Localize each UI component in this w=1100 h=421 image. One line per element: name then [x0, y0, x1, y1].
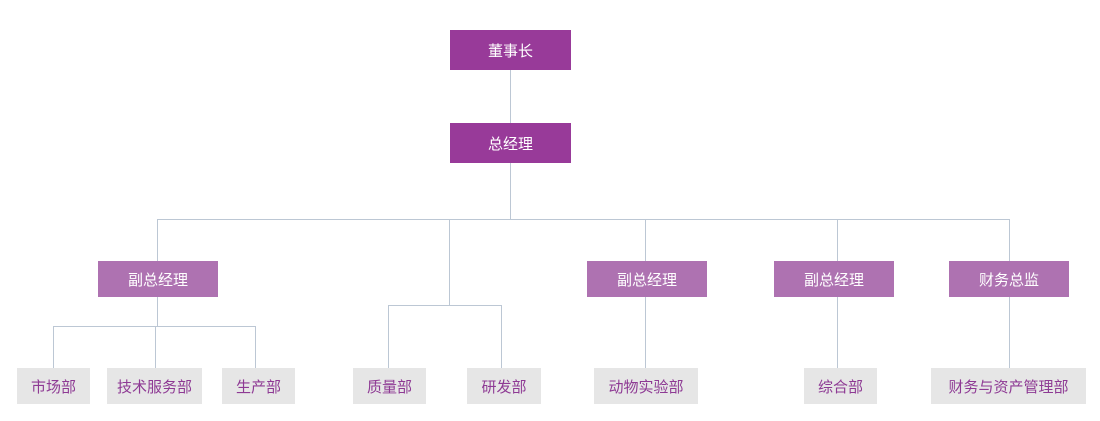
department-box-quality: 质量部 [353, 368, 426, 404]
vice-gm-box-1: 副总经理 [98, 261, 218, 297]
general-manager-box: 总经理 [450, 123, 571, 163]
chairman-box: 董事长 [450, 30, 571, 70]
department-box-finance-assets: 财务与资产管理部 [931, 368, 1086, 404]
department-box-rnd: 研发部 [467, 368, 541, 404]
department-box-animal-lab: 动物实验部 [594, 368, 698, 404]
department-box-general-affairs: 综合部 [804, 368, 877, 404]
vice-gm-box-3: 副总经理 [587, 261, 707, 297]
department-box-marketing: 市场部 [17, 368, 90, 404]
cfo-box: 财务总监 [949, 261, 1069, 297]
department-box-tech-service: 技术服务部 [107, 368, 202, 404]
department-box-production: 生产部 [222, 368, 295, 404]
vice-gm-box-4: 副总经理 [774, 261, 894, 297]
